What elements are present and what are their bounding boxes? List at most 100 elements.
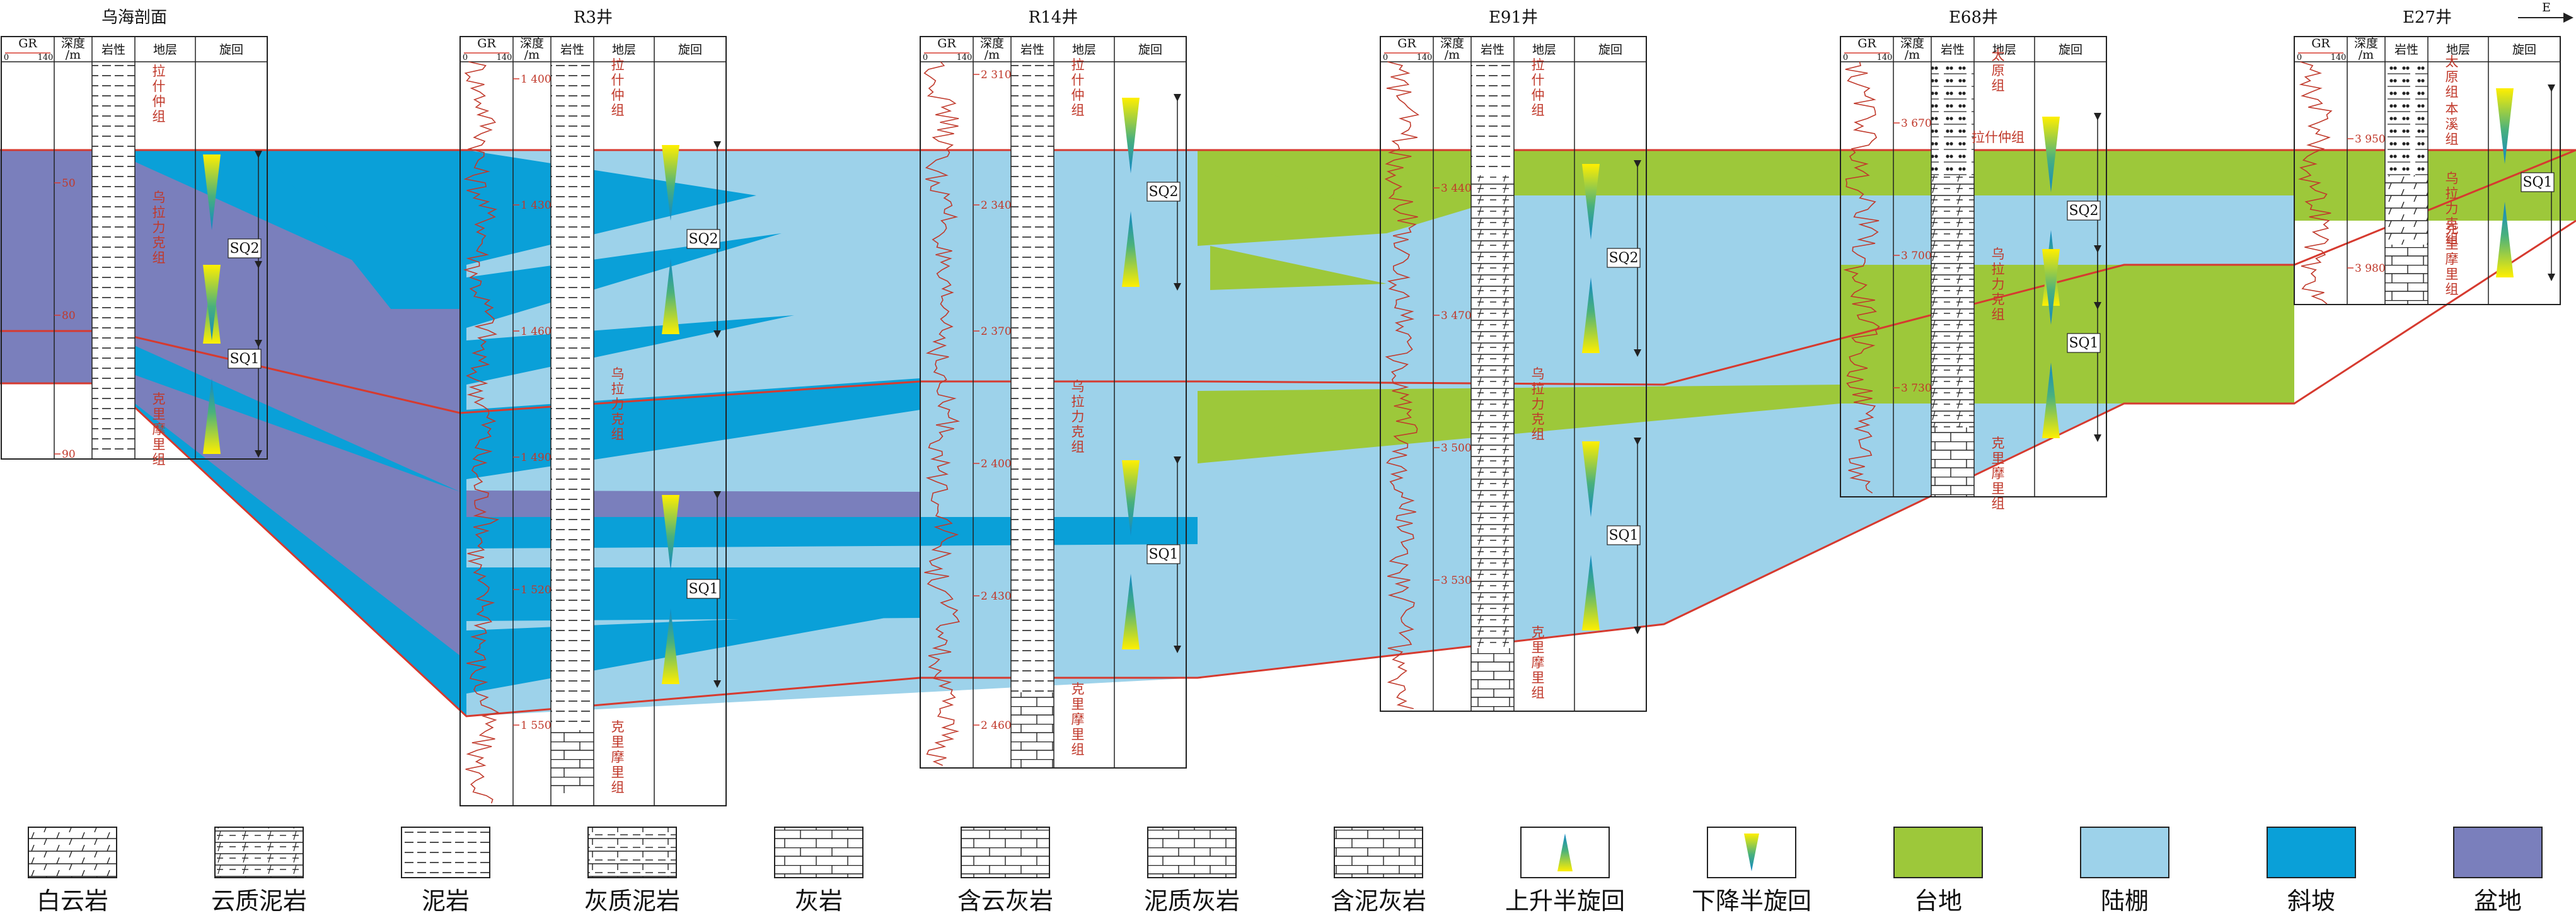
sequence-label: SQ1 [1148,547,1178,562]
gr-min: 0 [2297,53,2302,62]
depth-label: 2 430 [981,590,1012,603]
gr-curve [1843,61,1880,494]
gr-min: 0 [463,53,468,62]
sequence-box [2521,172,2555,192]
sequence-label: SQ1 [688,581,718,597]
legend-item-basin: 盆地 [2453,827,2543,915]
gr-max: 140 [1417,53,1433,62]
dolomitic_limestone-swatch [961,827,1050,878]
rising-half-cycle [662,259,679,334]
legend: 白云岩云质泥岩泥岩灰质泥岩灰岩含云灰岩泥质灰岩含泥灰岩上升半旋回下降半旋回台地陆… [28,827,2543,915]
mask-top [0,0,2576,150]
strata-header: 地层 [153,43,177,57]
formation-label: 乌拉力克组 [611,366,625,442]
sequence-box [686,229,720,249]
header-bg [1840,37,2106,62]
dolomite-swatch [28,827,117,878]
legend-item-calcareous_mudstone: 灰质泥岩 [584,827,680,915]
shelf-swatch [2080,827,2169,878]
column-frame [1840,36,2107,497]
falling-half-cycle [2042,117,2060,192]
rising-half-cycle [1582,555,1600,630]
mudstone-swatch [401,827,490,878]
depth-label: 3 700 [1901,250,1932,262]
formation-label: 克里摩里组 [153,392,166,467]
sequence-box [1146,544,1181,564]
sequence-label: SQ2 [229,241,259,257]
lithology-header: 岩性 [2394,43,2418,57]
header-bg [1,37,267,62]
gr-min: 0 [1843,53,1848,62]
rising-half-cycle [662,608,679,684]
falling-half-cycle [1122,460,1140,536]
depth-label: 1 520 [521,584,552,596]
legend-label: 台地 [1914,887,1962,915]
slope-top-r3 [265,150,466,309]
strata-header: 地层 [612,43,636,57]
argillaceous_limestone-swatch [1147,827,1237,878]
well-title: E91井 [1489,8,1538,27]
depth-unit: /m [1905,48,1920,62]
slope-tongue-2 [466,233,782,328]
depth-unit: /m [985,48,1000,62]
legend-label: 盆地 [2474,887,2522,915]
formation-label: 拉什仲组 [1532,57,1545,118]
depth-label: 90 [62,448,76,461]
column-frame [1,36,268,460]
lithology-interval [1931,175,1974,427]
falling-half-cycle [2042,249,2060,325]
well-title: 乌海剖面 [101,8,167,27]
header-bg [1380,37,1646,62]
depth-label: 3 470 [1441,310,1472,322]
cycle-header: 旋回 [1138,43,1162,57]
legend-label: 泥岩 [422,887,470,915]
falling-half-cycle [203,265,221,340]
lithology-header: 岩性 [560,43,584,57]
depth-label: 1 460 [521,325,552,338]
legend-item-muddy_limestone: 含泥灰岩 [1331,827,1426,915]
cycle-header: 旋回 [219,43,243,57]
legend-item-shelf: 陆棚 [2080,827,2169,915]
lithology-interval [1471,62,1514,175]
rising-half-cycle [1582,277,1600,353]
well-title: R14井 [1029,8,1078,27]
platform-e68-upper [1840,265,2294,334]
well-title: E27井 [2403,8,2452,27]
falling-half-cycle [662,495,679,571]
depth-label: 3 530 [1441,574,1472,587]
depth-label: 2 310 [981,69,1012,81]
sequence-box [228,349,262,369]
gr-max: 140 [38,53,54,62]
gr-max: 140 [957,53,973,62]
legend-item-dolomite: 白云岩 [28,827,117,915]
legend-label: 泥质灰岩 [1144,887,1240,915]
gr-curve [923,61,961,766]
legend-label: 下降半旋回 [1692,887,1811,915]
gr-min: 0 [923,53,928,62]
gr-min: 0 [1383,53,1388,62]
slope-swatch [2267,827,2356,878]
platform-swatch [1893,827,1983,878]
formation-label: 太原组 [1992,48,2005,93]
well-title: E68井 [1949,8,1998,27]
depth-label: 80 [62,310,76,322]
legend-item-slope: 斜坡 [2267,827,2356,915]
legend-item-argillaceous_limestone: 泥质灰岩 [1144,827,1240,915]
lithology-interval [1931,427,1974,497]
mask-bottom [0,221,2576,915]
gr-curve [463,61,500,804]
legend-label: 斜坡 [2287,887,2335,915]
legend-item-dolomitic_mudstone: 云质泥岩 [211,827,307,915]
lithology-interval [1931,62,1974,175]
formation-label: 克里摩里组 [2446,221,2459,297]
slope-tongue-3 [466,315,794,385]
gr-header: GR [2311,37,2330,50]
basin-wedge-upper [109,150,460,492]
lithology-interval [92,193,135,409]
